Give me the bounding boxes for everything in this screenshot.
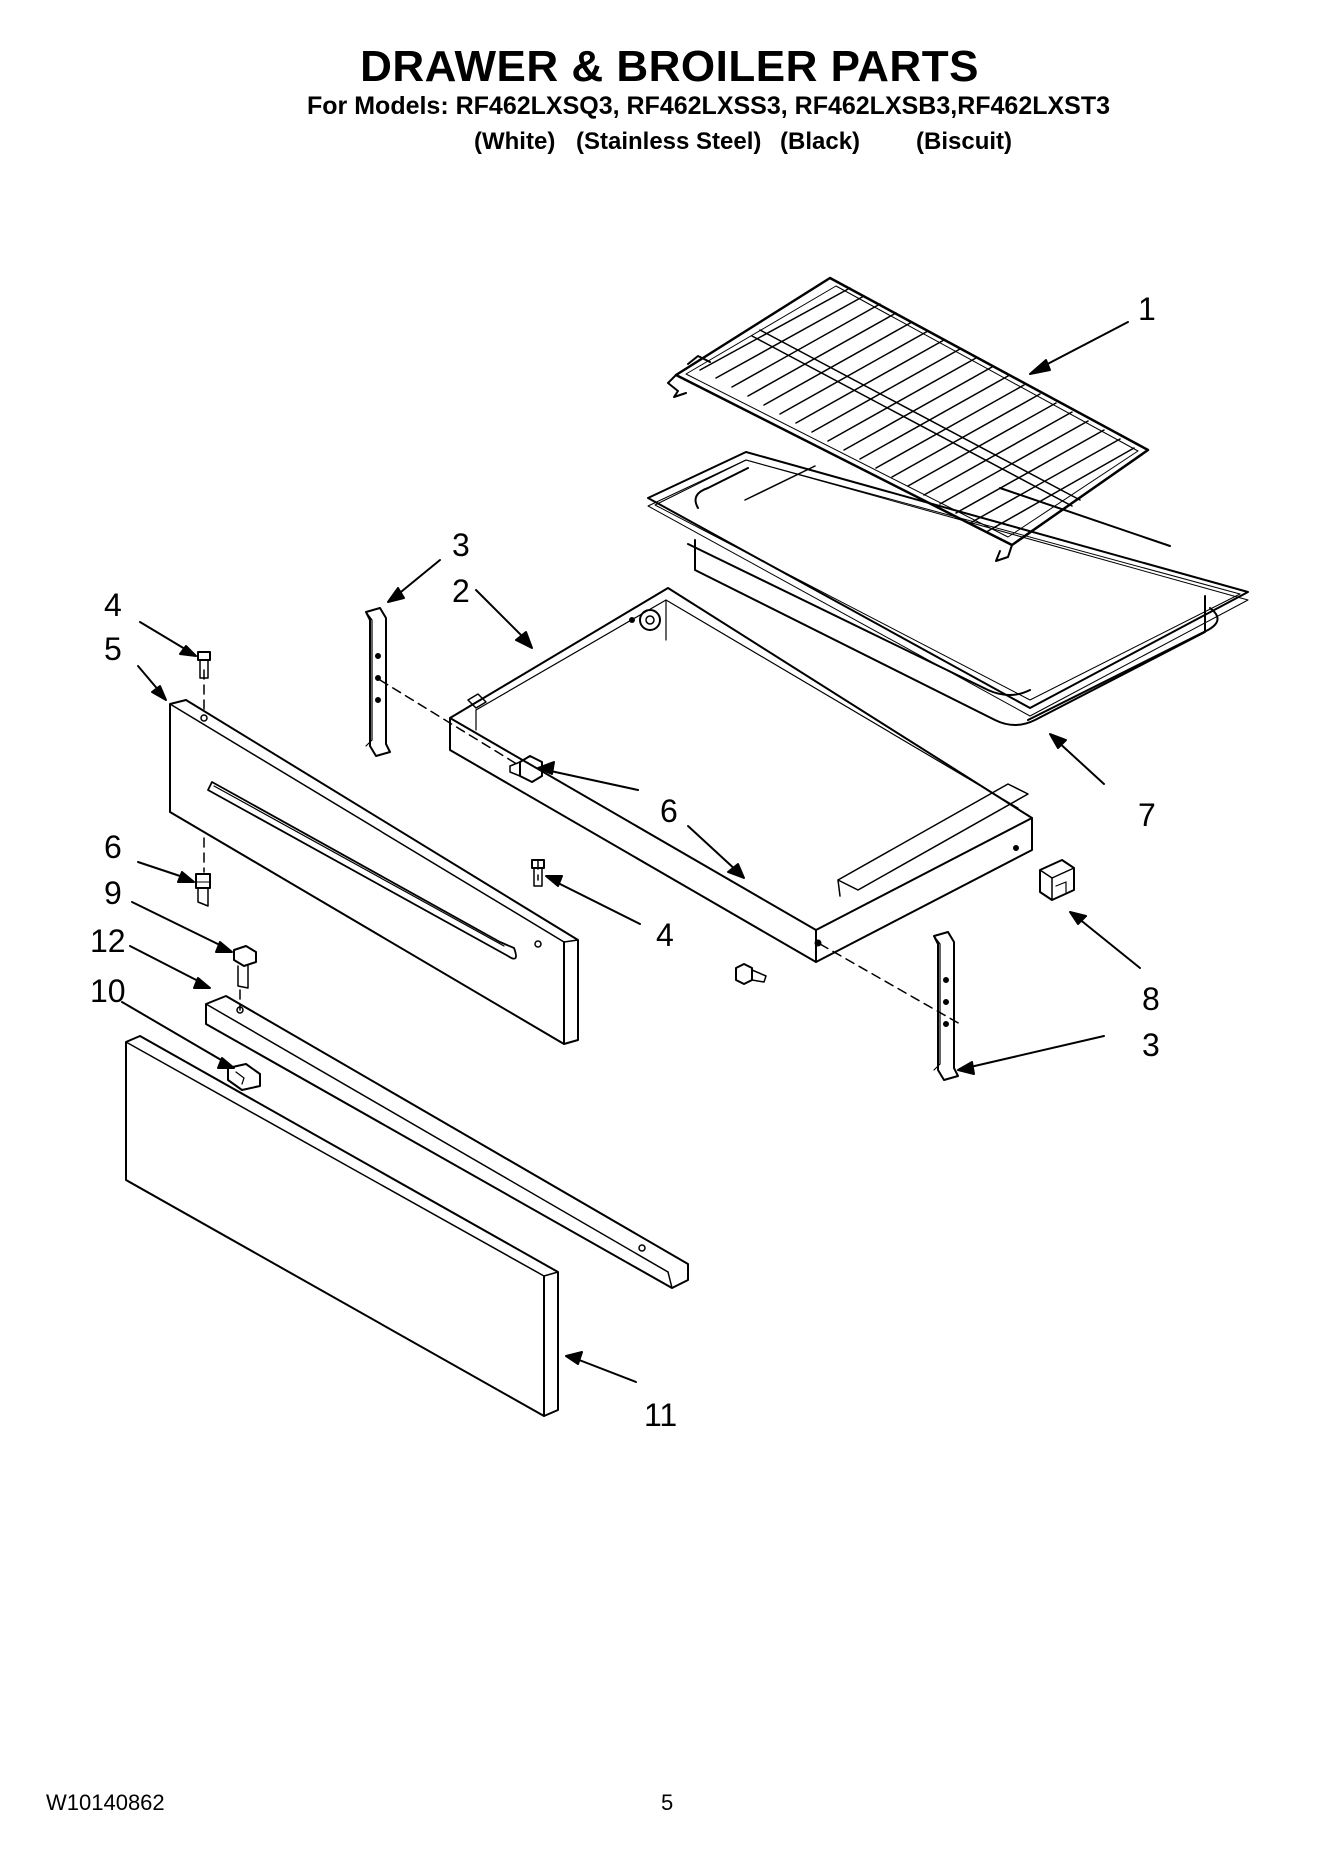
callout-4-right: 4 xyxy=(656,917,674,953)
callout-3-bottom: 3 xyxy=(1142,1027,1160,1063)
callout-2: 2 xyxy=(452,573,470,609)
callout-10: 10 xyxy=(90,973,126,1009)
leader-lines xyxy=(121,321,1141,1383)
drawer-slide-rear xyxy=(365,607,391,757)
page-title: DRAWER & BROILER PARTS xyxy=(360,42,979,91)
page-number: 5 xyxy=(661,1790,674,1815)
drawer-front-panel xyxy=(125,1035,559,1417)
drawer-slide-front xyxy=(933,931,959,1081)
slide-screw xyxy=(509,755,543,783)
bumper-clip xyxy=(1039,859,1075,901)
drawer-bracket xyxy=(205,995,689,1289)
broiler-grid xyxy=(667,276,1150,562)
color-black: (Black) xyxy=(780,128,861,155)
panel-clip xyxy=(227,1063,261,1091)
callout-6-left: 6 xyxy=(104,829,122,865)
callout-3-top: 3 xyxy=(452,527,470,563)
color-biscuit: (Biscuit) xyxy=(916,128,1012,155)
document-number: W10140862 xyxy=(46,1790,165,1815)
color-stainless-steel: (Stainless Steel) xyxy=(576,128,762,155)
callout-9: 9 xyxy=(104,875,122,911)
broiler-drawer xyxy=(449,587,1033,963)
drawer-panel xyxy=(169,699,579,1045)
panel-screw-top xyxy=(197,651,211,679)
panel-bottom-screw xyxy=(195,873,211,907)
callout-5: 5 xyxy=(104,631,122,667)
callout-1: 1 xyxy=(1138,291,1156,327)
slide-screw-front xyxy=(735,963,767,985)
callout-4-left: 4 xyxy=(104,587,122,623)
color-white: (White) xyxy=(474,128,556,155)
callout-6-center: 6 xyxy=(660,793,678,829)
bracket-screw xyxy=(233,945,257,989)
callout-7: 7 xyxy=(1138,797,1156,833)
callout-11: 11 xyxy=(644,1397,677,1433)
model-list: For Models: RF462LXSQ3, RF462LXSS3, RF46… xyxy=(307,92,1111,120)
broiler-pan xyxy=(647,451,1249,726)
callout-8: 8 xyxy=(1142,981,1160,1017)
assembly-lines xyxy=(203,669,961,1025)
panel-screw-right xyxy=(531,859,545,887)
callout-12: 12 xyxy=(90,923,126,959)
